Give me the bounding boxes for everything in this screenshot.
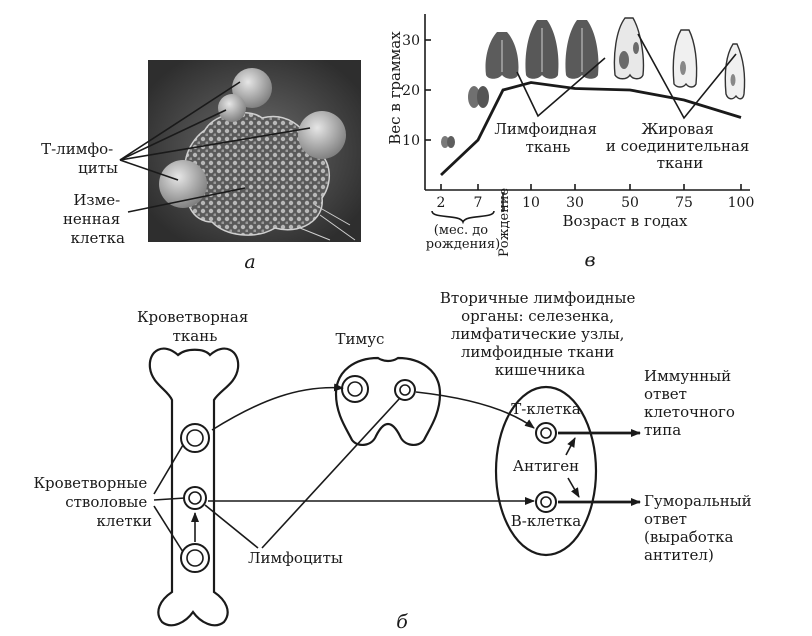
micrograph-fibers [299,204,356,241]
secondary-organ [494,385,598,557]
micrograph [148,60,361,242]
t-lymphocyte-1 [232,68,272,108]
fat-label: Жировая и соединительная ткани [606,120,754,172]
prenatal-brace [431,210,495,225]
thymus-label: Тимус [336,330,385,348]
lymphocytes-label: Лимфоциты [248,549,343,567]
t-lymphocyte-3 [298,111,346,159]
x-tick-label: 30 [566,195,584,211]
thymus-illustrations [441,17,746,148]
x-ticks: 2 7 10 30 50 75 100 [437,184,755,211]
antigen-to-b-arrow [567,477,580,498]
humoral-response-label: Гуморальный ответ (выработка антител) [644,492,756,564]
chart: 10 20 30 2 7 10 30 50 75 100 Вес в граммах Возра… [386,14,754,257]
thymus-weight-line [440,81,742,177]
thymus-illustration-7 [672,29,698,88]
t-lymphocyte-2 [218,94,246,122]
stem-cell-3 [180,543,210,573]
birth-label: Рождение [497,187,512,257]
thymus-illustration-3 [485,32,519,79]
thymus-cell-1 [341,375,369,403]
stem-cell-1 [180,423,210,453]
cellular-response-label: Иммунный ответ клеточного типа [644,367,740,439]
b-cell-label: В-клетка [511,512,582,530]
chart-leader-lines [516,33,737,120]
panel-a-label: а [244,251,255,273]
stem-to-thymus-arrow [211,383,344,431]
thymus-illustration-4 [525,20,559,79]
t-cell-label: Т-клетка [511,400,581,418]
antigen-to-t-arrow [565,437,576,456]
x-tick-label: 50 [621,195,639,211]
x-tick-label: 2 [437,195,446,211]
thymus-illustration-2 [468,86,489,108]
tcells-leader-lines [119,81,311,213]
panel-v-label: в [584,249,595,271]
x-tick-label: 10 [522,195,540,211]
altered-cell-label: Изме- ненная клетка [63,191,125,247]
x-tick-label: 75 [675,195,693,211]
x-tick-label: 7 [474,195,483,211]
y-tick-label: 30 [402,33,420,49]
antigen-label: Антиген [513,457,579,475]
y-axis-label: Вес в граммах [386,31,404,145]
stem-cells-label: Кроветворные стволовые клетки [33,474,152,530]
stem-cells-leaders [153,444,186,553]
tcells-label: Т-лимфо- циты [41,140,118,177]
thymus-illustration-5 [565,20,599,79]
thymus-to-t-cell-arrow [415,391,535,429]
b-cell [535,491,557,513]
hematopoietic-tissue-label: Кроветворная ткань [137,308,253,345]
t-lymphocyte-4 [159,160,207,208]
x-axis-label: Возраст в годах [563,212,689,230]
y-ticks: 10 20 30 [402,33,431,149]
lymphocytes-leaders [204,397,401,549]
stem-cell-2 [183,486,207,510]
fat-leader [637,33,737,120]
thymus-illustration-1 [441,136,455,148]
thymus-cell-2 [394,379,416,401]
thymus-illustration-6 [613,17,645,80]
lymphoid-label: Лимфоидная ткань [494,120,601,156]
y-tick-label: 20 [402,83,420,99]
thymus-illustration-8 [724,43,746,100]
panel-b-label: б [396,611,408,633]
y-tick-label: 10 [402,133,420,149]
lymphoid-leader [516,57,606,118]
t-cell [535,422,557,444]
x-tick-label: 100 [728,195,755,211]
secondary-organs-label: Вторичные лимфоидные органы: селезенка, … [440,289,640,379]
prenatal-note: (мес. до рождения) [426,223,500,252]
